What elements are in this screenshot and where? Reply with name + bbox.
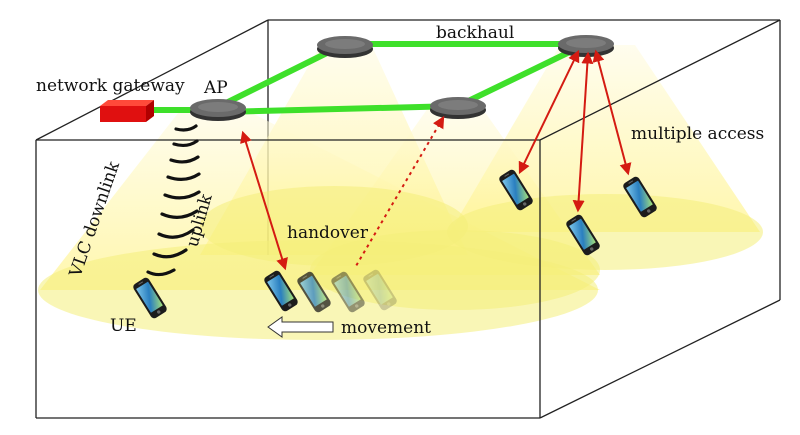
multiple-access-label: multiple access (631, 124, 764, 144)
ue-label: UE (110, 316, 137, 336)
uplink-arrows (240, 49, 632, 271)
vlc-downlink-waves (146, 124, 201, 277)
network-gateway-icon (100, 100, 154, 122)
network-gateway-label: network gateway (36, 76, 185, 96)
backhaul-label: backhaul (436, 23, 514, 43)
movement-arrow (267, 316, 334, 338)
movement-label: movement (341, 318, 431, 338)
ap-label: AP (203, 78, 228, 98)
handover-label: handover (287, 223, 369, 243)
